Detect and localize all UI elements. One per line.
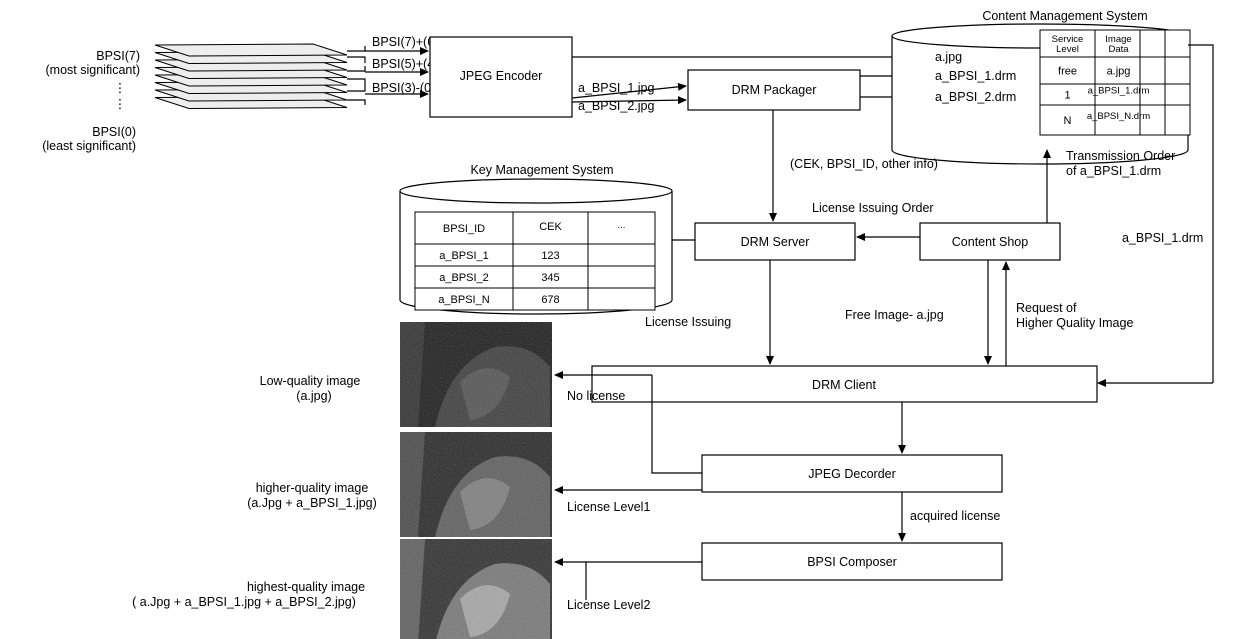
- transmission-label-1: Transmission Order: [1066, 149, 1175, 163]
- cms-table-cell: N: [1064, 115, 1072, 127]
- license-order-label: License Issuing Order: [812, 201, 934, 215]
- no-license-label: No license: [567, 389, 625, 403]
- cek-info-label: (CEK, BPSI_ID, other info): [790, 157, 938, 171]
- acquired-license-label: acquired license: [910, 509, 1000, 523]
- image1-caption1: Low-quality image: [260, 374, 361, 388]
- content-shop-label: Content Shop: [952, 235, 1028, 249]
- kms-cell: 345: [541, 272, 559, 284]
- cms-table-cell: free: [1058, 66, 1077, 78]
- kms-cell: 678: [541, 294, 559, 306]
- drm-client-label: DRM Client: [812, 378, 876, 392]
- bpsi7-note: (most significant): [46, 63, 140, 77]
- cms-table-cell: a_BPSI_1.drm: [1088, 86, 1150, 97]
- bpsi-composer-label: BPSI Composer: [807, 555, 897, 569]
- request-label-2: Higher Quality Image: [1016, 316, 1133, 330]
- cms-right-line: [1188, 45, 1213, 383]
- ellipsis-dots-2: ⋮: [114, 97, 127, 111]
- cms-table-header: Data: [1108, 44, 1129, 55]
- image-noise: [400, 322, 552, 427]
- image3-caption1: highest-quality image: [247, 580, 365, 594]
- group2-label: BPSI(5)+(4): [372, 57, 438, 71]
- ellipsis-dots: ⋮: [114, 81, 127, 95]
- kms-header: BPSI_ID: [443, 223, 485, 235]
- kms-cell: a_BPSI_2: [439, 272, 489, 284]
- bpsi7-label: BPSI(7): [96, 49, 140, 63]
- free-image-label: Free Image- a.jpg: [845, 308, 944, 322]
- kms-header: ...: [618, 220, 626, 231]
- bitplane-layers: [155, 44, 347, 109]
- image-thumbnails: [400, 322, 552, 639]
- image2-caption2: (a.Jpg + a_BPSI_1.jpg): [247, 496, 377, 510]
- image2-caption1: higher-quality image: [256, 481, 369, 495]
- drm-packager-label: DRM Packager: [732, 83, 817, 97]
- kms-title: Key Management System: [470, 163, 613, 177]
- bpsi0-note: (least significant): [42, 139, 136, 153]
- composer-left-line: [586, 562, 702, 600]
- image3-caption2: ( a.Jpg + a_BPSI_1.jpg + a_BPSI_2.jpg): [132, 595, 356, 609]
- cms-table-cell: 1: [1064, 90, 1070, 102]
- jpeg-decoder-label: JPEG Decorder: [808, 467, 896, 481]
- jpeg-encoder-label: JPEG Encoder: [460, 69, 543, 83]
- group3-label: BPSI(3)-(0): [372, 81, 435, 95]
- transmission-label-2: of a_BPSI_1.drm: [1066, 164, 1161, 178]
- cms-table-cell: a.jpg: [1107, 66, 1131, 78]
- cms-table-header: Level: [1056, 44, 1079, 55]
- bitplane-group-arrows: BPSI(7)+(6) BPSI(5)+(4) BPSI(3)-(0): [347, 35, 438, 105]
- kms-table: BPSI_ID CEK... a_BPSI_1 123 a_BPSI_2 345 a_BPS…: [415, 212, 655, 310]
- kms-cell: a_BPSI_N: [438, 294, 489, 306]
- image-captions: Low-quality image (a.jpg) higher-quality…: [132, 374, 377, 609]
- license-level1-label: License Level1: [567, 500, 650, 514]
- content-management-system: Content Management System a.jpg a_BPSI_1.…: [892, 9, 1190, 164]
- drm-server-label: DRM Server: [741, 235, 810, 249]
- license-level2-label: License Level2: [567, 598, 650, 612]
- drm-file-label: a_BPSI_1.drm: [1122, 231, 1203, 245]
- cms-title: Content Management System: [982, 9, 1147, 23]
- cms-file: a_BPSI_1.drm: [935, 69, 1016, 83]
- cms-table-cell: a_BPSI_N.drm: [1087, 111, 1150, 122]
- kms-header: CEK: [539, 221, 562, 233]
- kms-cell: 123: [541, 250, 559, 262]
- bitplane-stack: BPSI(7) (most significant) ⋮ ⋮ BPSI(0) (…: [42, 44, 347, 153]
- kms-cell: a_BPSI_1: [439, 250, 489, 262]
- image1-caption2: (a.jpg): [296, 389, 331, 403]
- image-noise: [400, 432, 552, 537]
- image-noise: [400, 539, 552, 639]
- cms-file: a.jpg: [935, 50, 962, 64]
- bitplane-layer: [155, 44, 347, 56]
- group1-label: BPSI(7)+(6): [372, 35, 438, 49]
- request-label-1: Request of: [1016, 301, 1077, 315]
- cms-file: a_BPSI_2.drm: [935, 90, 1016, 104]
- bpsi0-label: BPSI(0): [92, 125, 136, 139]
- license-issuing-label: License Issuing: [645, 315, 731, 329]
- key-management-system: Key Management System BPSI_ID CEK... a_BPS…: [400, 163, 672, 314]
